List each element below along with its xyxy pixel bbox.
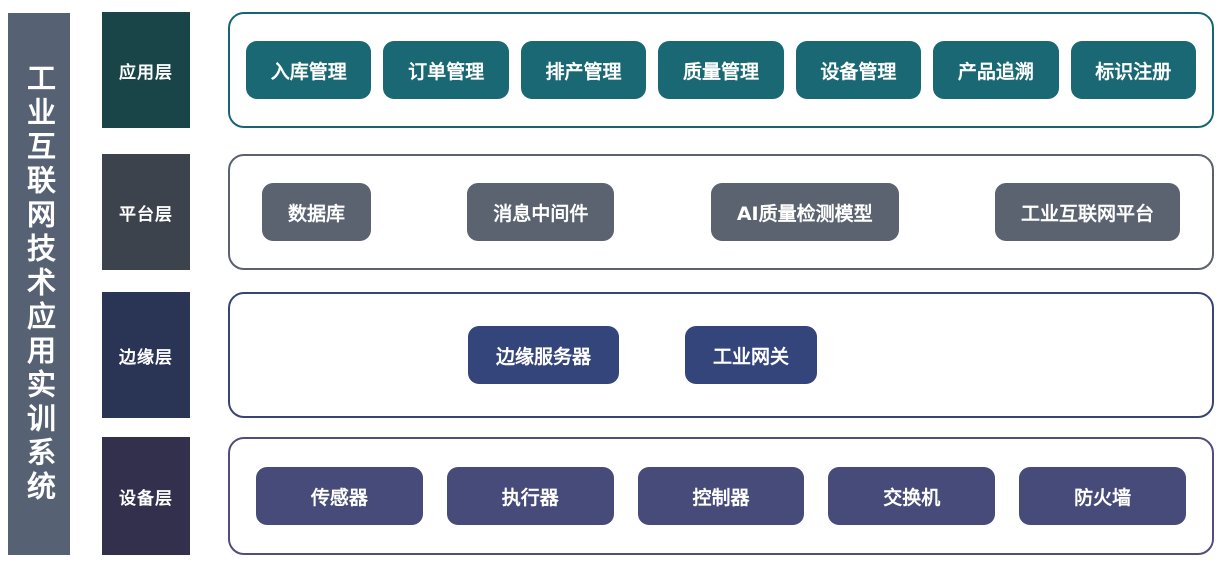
edge-item-industrial-gateway[interactable]: 工业网关 [685, 326, 818, 384]
layer-box-application: 入库管理 订单管理 排产管理 质量管理 设备管理 产品追溯 标识注册 [228, 12, 1214, 128]
layer-box-device: 传感器 执行器 控制器 交换机 防火墙 [228, 437, 1214, 555]
app-item-equipment-management[interactable]: 设备管理 [795, 41, 922, 99]
system-title: 工业互联网技术应用实训系统 [22, 63, 57, 505]
platform-item-database[interactable]: 数据库 [262, 183, 372, 241]
layer-row-device: 设备层 传感器 执行器 控制器 交换机 防火墙 [102, 437, 1214, 555]
pill-strip-platform: 数据库 消息中间件 AI质量检测模型 工业互联网平台 [230, 183, 1212, 241]
layer-row-platform: 平台层 数据库 消息中间件 AI质量检测模型 工业互联网平台 [102, 154, 1214, 270]
layer-label-device-text: 设备层 [119, 488, 173, 509]
device-item-switch[interactable]: 交换机 [828, 467, 996, 525]
app-item-order-management[interactable]: 订单管理 [383, 41, 509, 99]
platform-item-ai-quality-inspection-model[interactable]: AI质量检测模型 [710, 183, 899, 241]
layer-box-platform: 数据库 消息中间件 AI质量检测模型 工业互联网平台 [228, 154, 1214, 270]
edge-item-edge-server[interactable]: 边缘服务器 [468, 326, 620, 384]
device-item-controller[interactable]: 控制器 [637, 467, 805, 525]
device-item-firewall[interactable]: 防火墙 [1019, 467, 1186, 525]
pill-strip-edge: 边缘服务器 工业网关 [230, 326, 1212, 384]
layer-box-edge: 边缘服务器 工业网关 [228, 292, 1214, 418]
app-item-production-scheduling[interactable]: 排产管理 [520, 41, 647, 99]
system-title-bar: 工业互联网技术应用实训系统 [8, 13, 70, 555]
platform-item-industrial-internet-platform[interactable]: 工业互联网平台 [994, 183, 1180, 241]
layer-label-edge: 边缘层 [102, 292, 190, 418]
layer-label-edge-text: 边缘层 [119, 347, 173, 368]
layer-label-platform-text: 平台层 [119, 204, 173, 225]
app-item-product-traceability[interactable]: 产品追溯 [933, 41, 1059, 99]
layer-row-application: 应用层 入库管理 订单管理 排产管理 质量管理 设备管理 产品追溯 标识注册 [102, 12, 1214, 128]
pill-strip-device: 传感器 执行器 控制器 交换机 防火墙 [230, 467, 1212, 525]
platform-item-message-middleware[interactable]: 消息中间件 [467, 183, 615, 241]
app-item-inbound-management[interactable]: 入库管理 [246, 41, 372, 99]
device-item-actuator[interactable]: 执行器 [446, 467, 614, 525]
layer-row-edge: 边缘层 边缘服务器 工业网关 [102, 292, 1214, 418]
layer-label-application: 应用层 [102, 12, 190, 128]
app-item-quality-management[interactable]: 质量管理 [658, 41, 784, 99]
layer-label-platform: 平台层 [102, 154, 190, 270]
app-item-identifier-registration[interactable]: 标识注册 [1070, 41, 1196, 99]
device-item-sensor[interactable]: 传感器 [256, 467, 423, 525]
layer-label-device: 设备层 [102, 437, 190, 555]
pill-strip-application: 入库管理 订单管理 排产管理 质量管理 设备管理 产品追溯 标识注册 [230, 41, 1212, 99]
layer-label-application-text: 应用层 [119, 62, 173, 83]
